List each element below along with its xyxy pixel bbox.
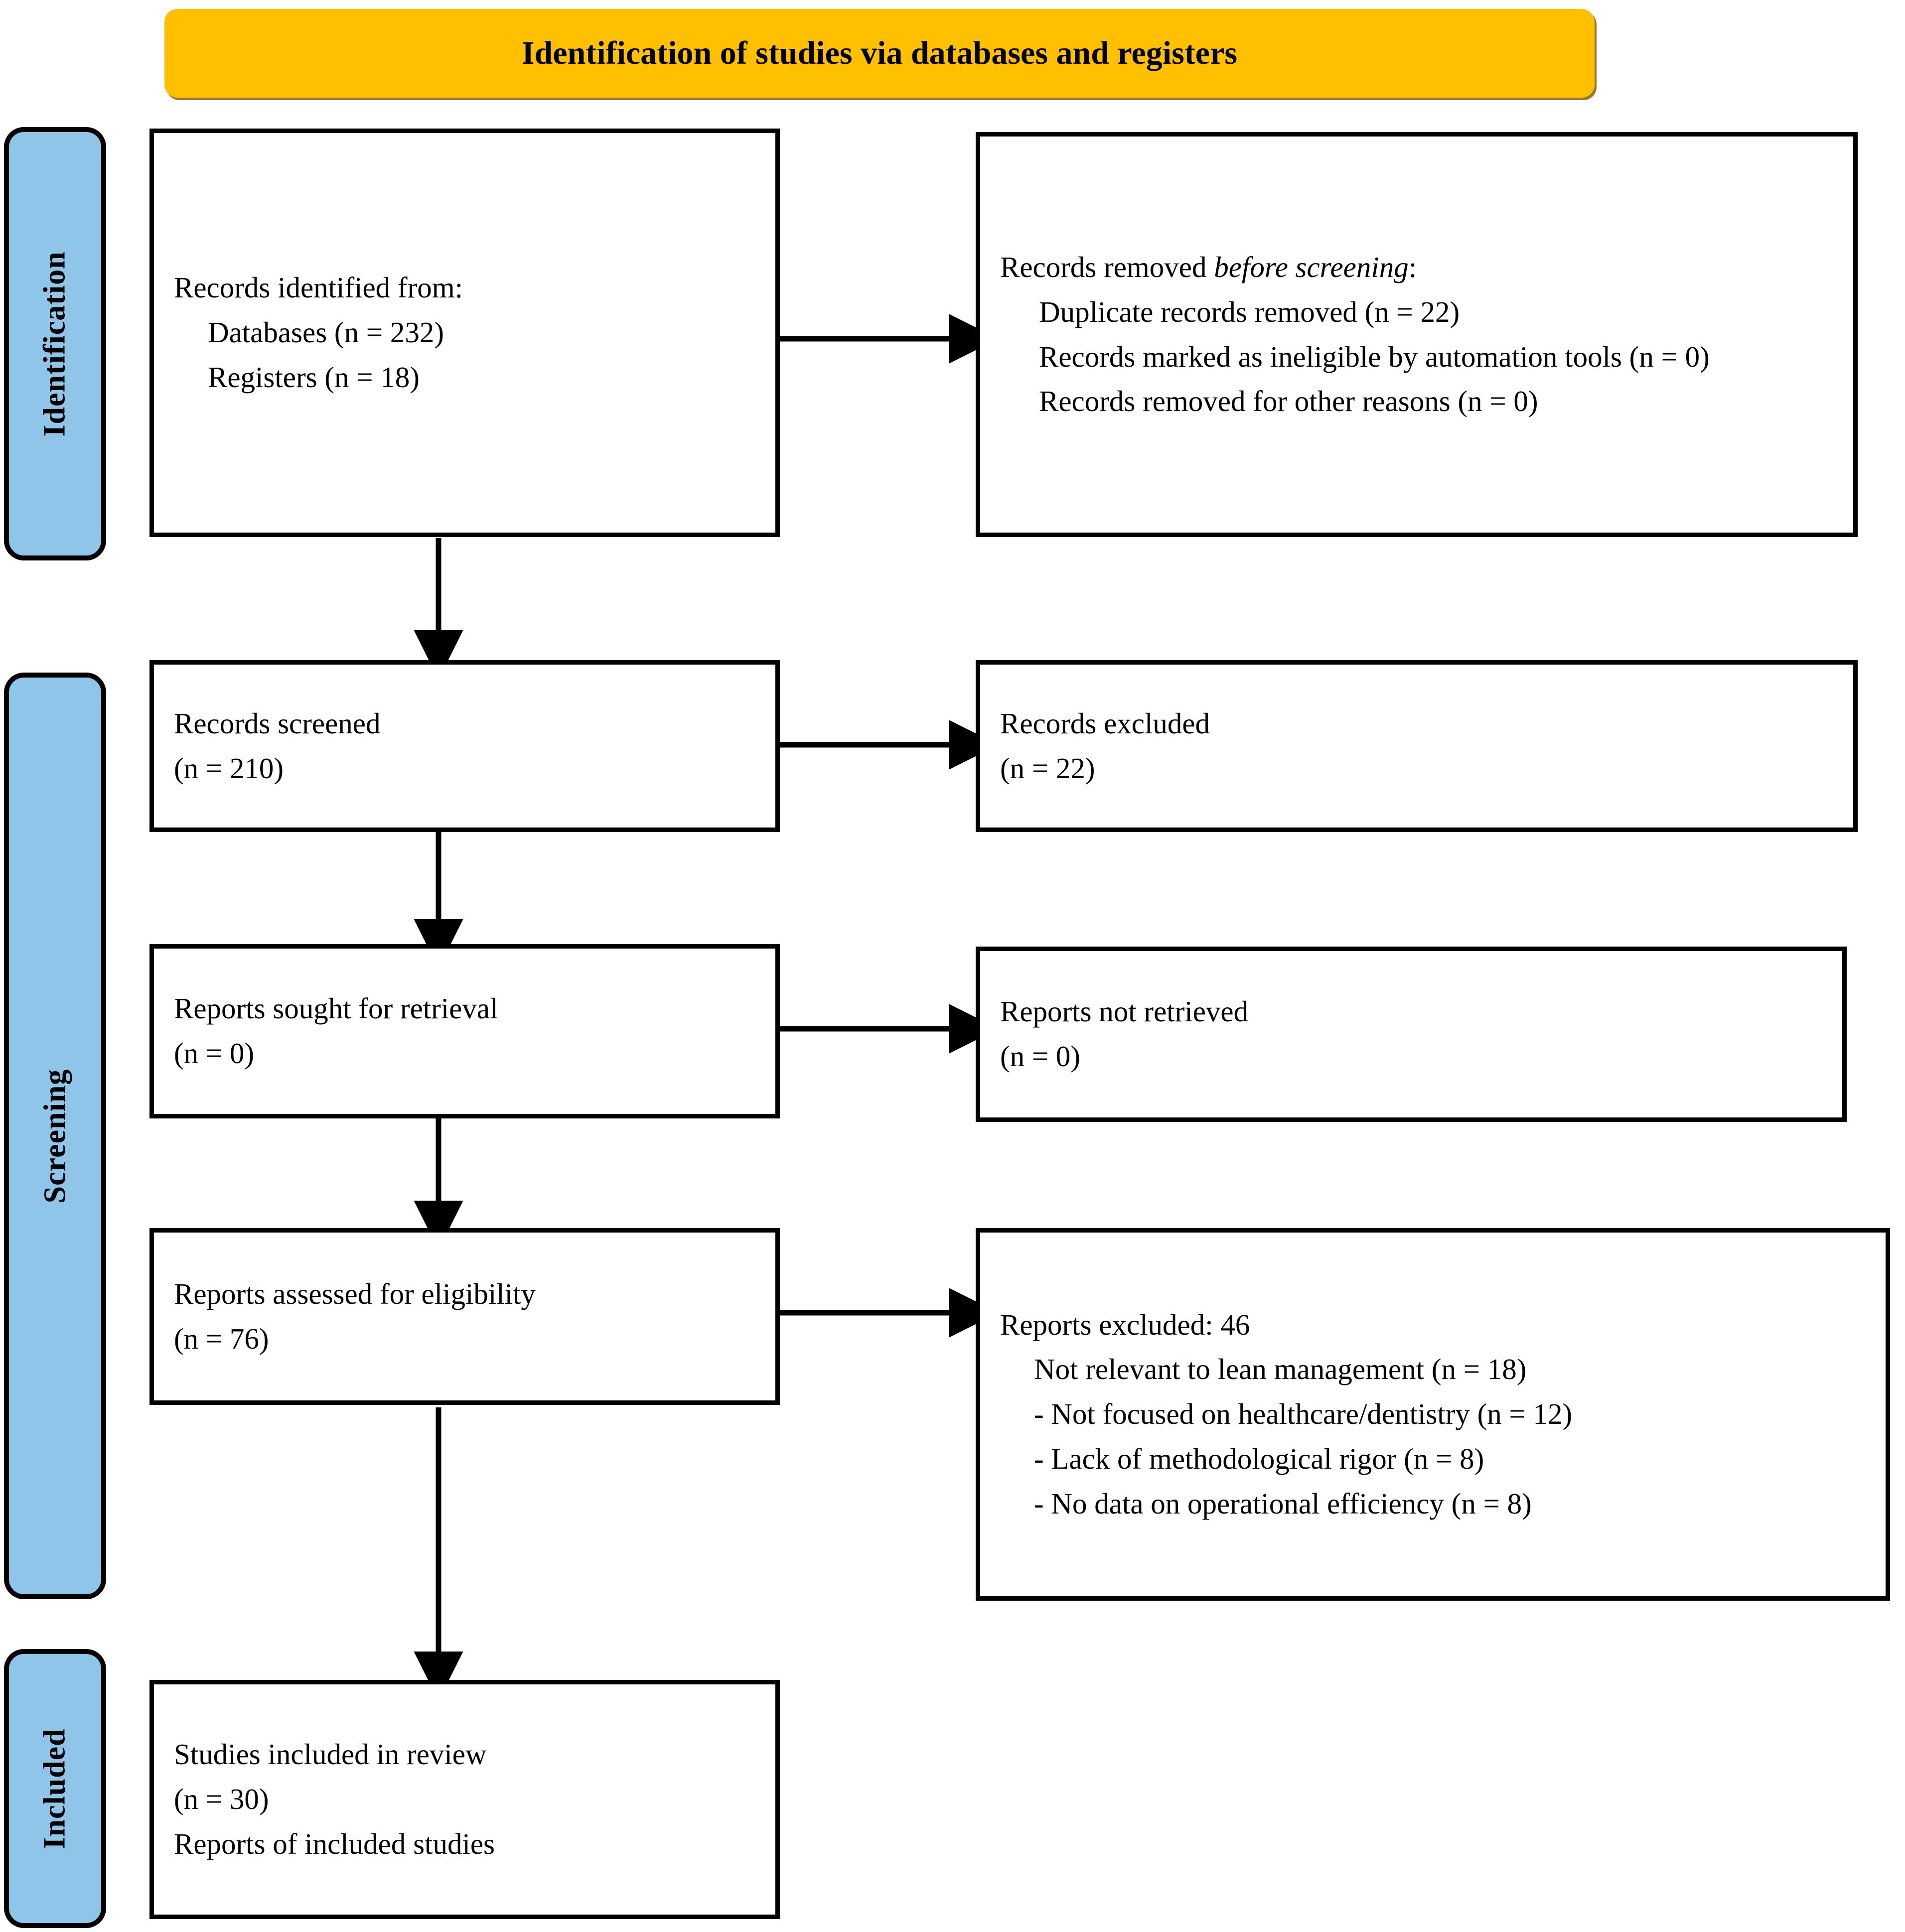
reports-excluded-reason-3: - Lack of methodological rigor (n = 8) — [1034, 1442, 1484, 1475]
reports-assessed-title: Reports assessed for eligibility — [174, 1277, 536, 1310]
records-removed-title-italic: before screening — [1214, 251, 1409, 284]
phase-pill-included: Included — [4, 1649, 106, 1928]
records-identified-registers: Registers (n = 18) — [208, 360, 420, 394]
reports-excluded-reason-2: - Not focused on healthcare/dentistry (n… — [1034, 1397, 1573, 1431]
records-identified-title: Records identified from: — [174, 271, 463, 304]
records-excluded-count: (n = 22) — [1000, 751, 1095, 785]
studies-included-reports: Reports of included studies — [174, 1827, 495, 1860]
records-removed-automation: Records marked as ineligible by automati… — [1039, 340, 1710, 373]
box-records-excluded: Records excluded (n = 22) — [976, 660, 1858, 832]
records-identified-databases: Databases (n = 232) — [208, 316, 444, 349]
records-removed-title-suffix: : — [1408, 251, 1417, 284]
records-screened-count: (n = 210) — [174, 751, 284, 785]
box-reports-assessed: Reports assessed for eligibility (n = 76… — [149, 1228, 780, 1405]
records-screened-title: Records screened — [174, 706, 381, 740]
box-records-removed: Records removed before screening: Duplic… — [976, 132, 1858, 537]
box-studies-included: Studies included in review (n = 30) Repo… — [149, 1680, 780, 1919]
studies-included-count: (n = 30) — [174, 1783, 269, 1816]
reports-not-retrieved-title: Reports not retrieved — [1000, 995, 1249, 1028]
records-removed-title: Records removed before screening: — [1000, 245, 1833, 290]
header-banner: Identification of studies via databases … — [164, 9, 1595, 98]
records-excluded-title: Records excluded — [1000, 706, 1210, 740]
box-reports-sought: Reports sought for retrieval (n = 0) — [149, 944, 780, 1118]
box-records-screened: Records screened (n = 210) — [149, 660, 780, 832]
page-title: Identification of studies via databases … — [521, 35, 1238, 71]
reports-assessed-count: (n = 76) — [174, 1322, 269, 1355]
reports-excluded-reason-4: - No data on operational efficiency (n =… — [1034, 1487, 1532, 1520]
phase-label-identification: Identification — [38, 251, 72, 437]
reports-excluded-title: Reports excluded: 46 — [1000, 1308, 1250, 1341]
studies-included-title: Studies included in review — [174, 1738, 487, 1771]
box-reports-not-retrieved: Reports not retrieved (n = 0) — [976, 947, 1847, 1122]
records-removed-title-prefix: Records removed — [1000, 251, 1214, 284]
phase-pill-screening: Screening — [4, 673, 106, 1599]
box-records-identified: Records identified from: Databases (n = … — [149, 129, 780, 537]
reports-sought-count: (n = 0) — [174, 1037, 255, 1070]
records-removed-duplicates: Duplicate records removed (n = 22) — [1039, 295, 1460, 328]
reports-not-retrieved-count: (n = 0) — [1000, 1040, 1081, 1073]
phase-label-screening: Screening — [38, 1069, 72, 1203]
phase-label-included: Included — [38, 1728, 72, 1849]
phase-pill-identification: Identification — [4, 127, 106, 560]
box-reports-excluded: Reports excluded: 46 Not relevant to lea… — [976, 1228, 1890, 1601]
reports-excluded-reason-1: Not relevant to lean management (n = 18) — [1034, 1353, 1527, 1386]
records-removed-other: Records removed for other reasons (n = 0… — [1039, 385, 1538, 418]
reports-sought-title: Reports sought for retrieval — [174, 992, 498, 1025]
